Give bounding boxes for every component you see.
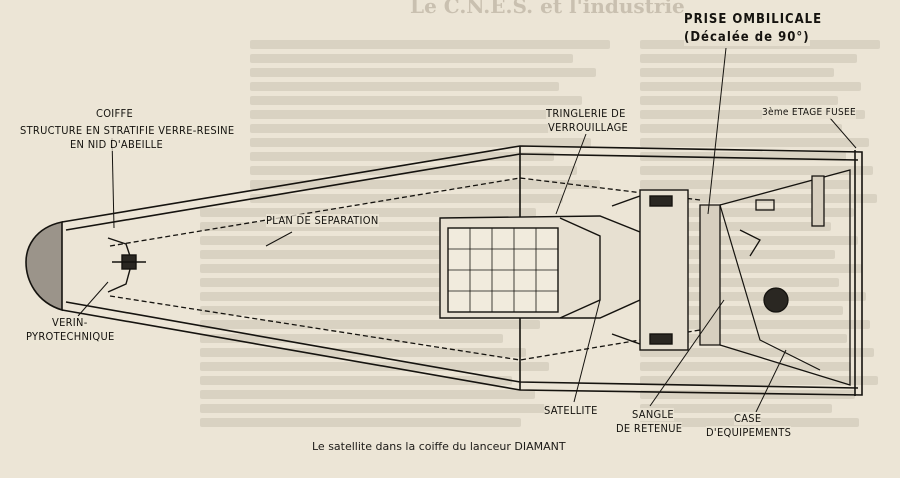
background-text-line bbox=[250, 166, 577, 175]
background-text-line bbox=[640, 264, 862, 273]
background-text-line bbox=[640, 124, 842, 133]
label-sangle-line2: DE RETENUE bbox=[616, 422, 683, 435]
background-text-line bbox=[640, 278, 839, 287]
background-text-line bbox=[200, 348, 526, 357]
background-text-line bbox=[250, 68, 596, 77]
label-verin-line2: PYROTECHNIQUE bbox=[26, 330, 115, 343]
background-text-line bbox=[640, 54, 857, 63]
background-text-line bbox=[250, 82, 559, 91]
label-prise-line1: PRISE OMBILICALE bbox=[684, 12, 823, 28]
background-text-line bbox=[640, 348, 874, 357]
background-text-line bbox=[250, 180, 600, 189]
label-verin-line1: VERIN- bbox=[52, 316, 88, 329]
background-text-line bbox=[200, 376, 512, 385]
background-text-line bbox=[200, 334, 503, 343]
background-text-line bbox=[200, 264, 508, 273]
background-text-line bbox=[640, 180, 850, 189]
background-text-line bbox=[200, 292, 554, 301]
background-text-line bbox=[200, 362, 549, 371]
background-text-line bbox=[200, 236, 522, 245]
background-text-line bbox=[200, 404, 558, 413]
background-text-line bbox=[640, 306, 843, 315]
background-text-line bbox=[200, 306, 517, 315]
label-coiffe: COIFFE bbox=[96, 107, 134, 120]
background-text-line bbox=[200, 390, 535, 399]
label-satellite: SATELLITE bbox=[544, 404, 598, 417]
background-text-line bbox=[640, 208, 854, 217]
background-text-line bbox=[200, 418, 521, 427]
background-text-line bbox=[640, 82, 861, 91]
background-text-line bbox=[250, 54, 573, 63]
fairing-shell bbox=[61, 145, 863, 396]
background-text-line bbox=[200, 222, 559, 231]
background-text-line bbox=[640, 138, 869, 147]
label-third-stage: 3ème ETAGE FUSEE bbox=[762, 106, 856, 119]
background-text-line bbox=[250, 40, 610, 49]
figure-caption: Le satellite dans la coiffe du lanceur D… bbox=[312, 440, 566, 453]
background-text-line bbox=[250, 194, 563, 203]
nose-cone bbox=[25, 221, 63, 312]
background-heading: Le C.N.E.S. et l'industrie bbox=[410, 0, 685, 18]
background-text-line bbox=[250, 152, 554, 161]
satellite bbox=[439, 189, 689, 351]
label-structure-line1: STRUCTURE EN STRATIFIE VERRE-RESINE bbox=[20, 124, 235, 137]
background-text-line bbox=[200, 208, 536, 217]
background-text-line bbox=[200, 250, 545, 259]
background-text-line bbox=[640, 250, 835, 259]
background-text-line bbox=[200, 320, 540, 329]
label-sangle-line1: SANGLE bbox=[632, 408, 674, 421]
background-text-line bbox=[640, 376, 878, 385]
background-text-line bbox=[640, 362, 851, 371]
label-structure-line2: EN NID D'ABEILLE bbox=[70, 138, 164, 151]
background-text-line bbox=[640, 194, 877, 203]
background-text-line bbox=[250, 124, 568, 133]
label-prise-line2: (Décalée de 90°) bbox=[684, 30, 810, 46]
label-case-line2: D'EQUIPEMENTS bbox=[706, 426, 792, 439]
background-text-line bbox=[640, 334, 847, 343]
background-text-line bbox=[640, 236, 858, 245]
label-case-line1: CASE bbox=[734, 412, 762, 425]
background-text-line bbox=[250, 110, 605, 119]
background-text-line bbox=[640, 404, 832, 413]
background-text-line bbox=[640, 292, 866, 301]
label-tringlerie-line1: TRINGLERIE DE bbox=[546, 107, 626, 120]
background-text-line bbox=[640, 110, 865, 119]
equipment-bay bbox=[699, 169, 851, 386]
pyro-jack bbox=[107, 237, 146, 293]
background-text-line bbox=[640, 68, 834, 77]
label-tringlerie-line2: VERROUILLAGE bbox=[548, 121, 629, 134]
background-text-line bbox=[250, 138, 591, 147]
leader-lines bbox=[77, 47, 857, 413]
background-text-line bbox=[200, 278, 531, 287]
background-text-line bbox=[640, 152, 846, 161]
background-text-line bbox=[250, 96, 582, 105]
background-text-line bbox=[640, 390, 855, 399]
background-text-line bbox=[640, 166, 873, 175]
background-text-line bbox=[640, 96, 838, 105]
background-text-line bbox=[640, 222, 831, 231]
label-plan: PLAN DE SEPARATION bbox=[266, 214, 379, 227]
